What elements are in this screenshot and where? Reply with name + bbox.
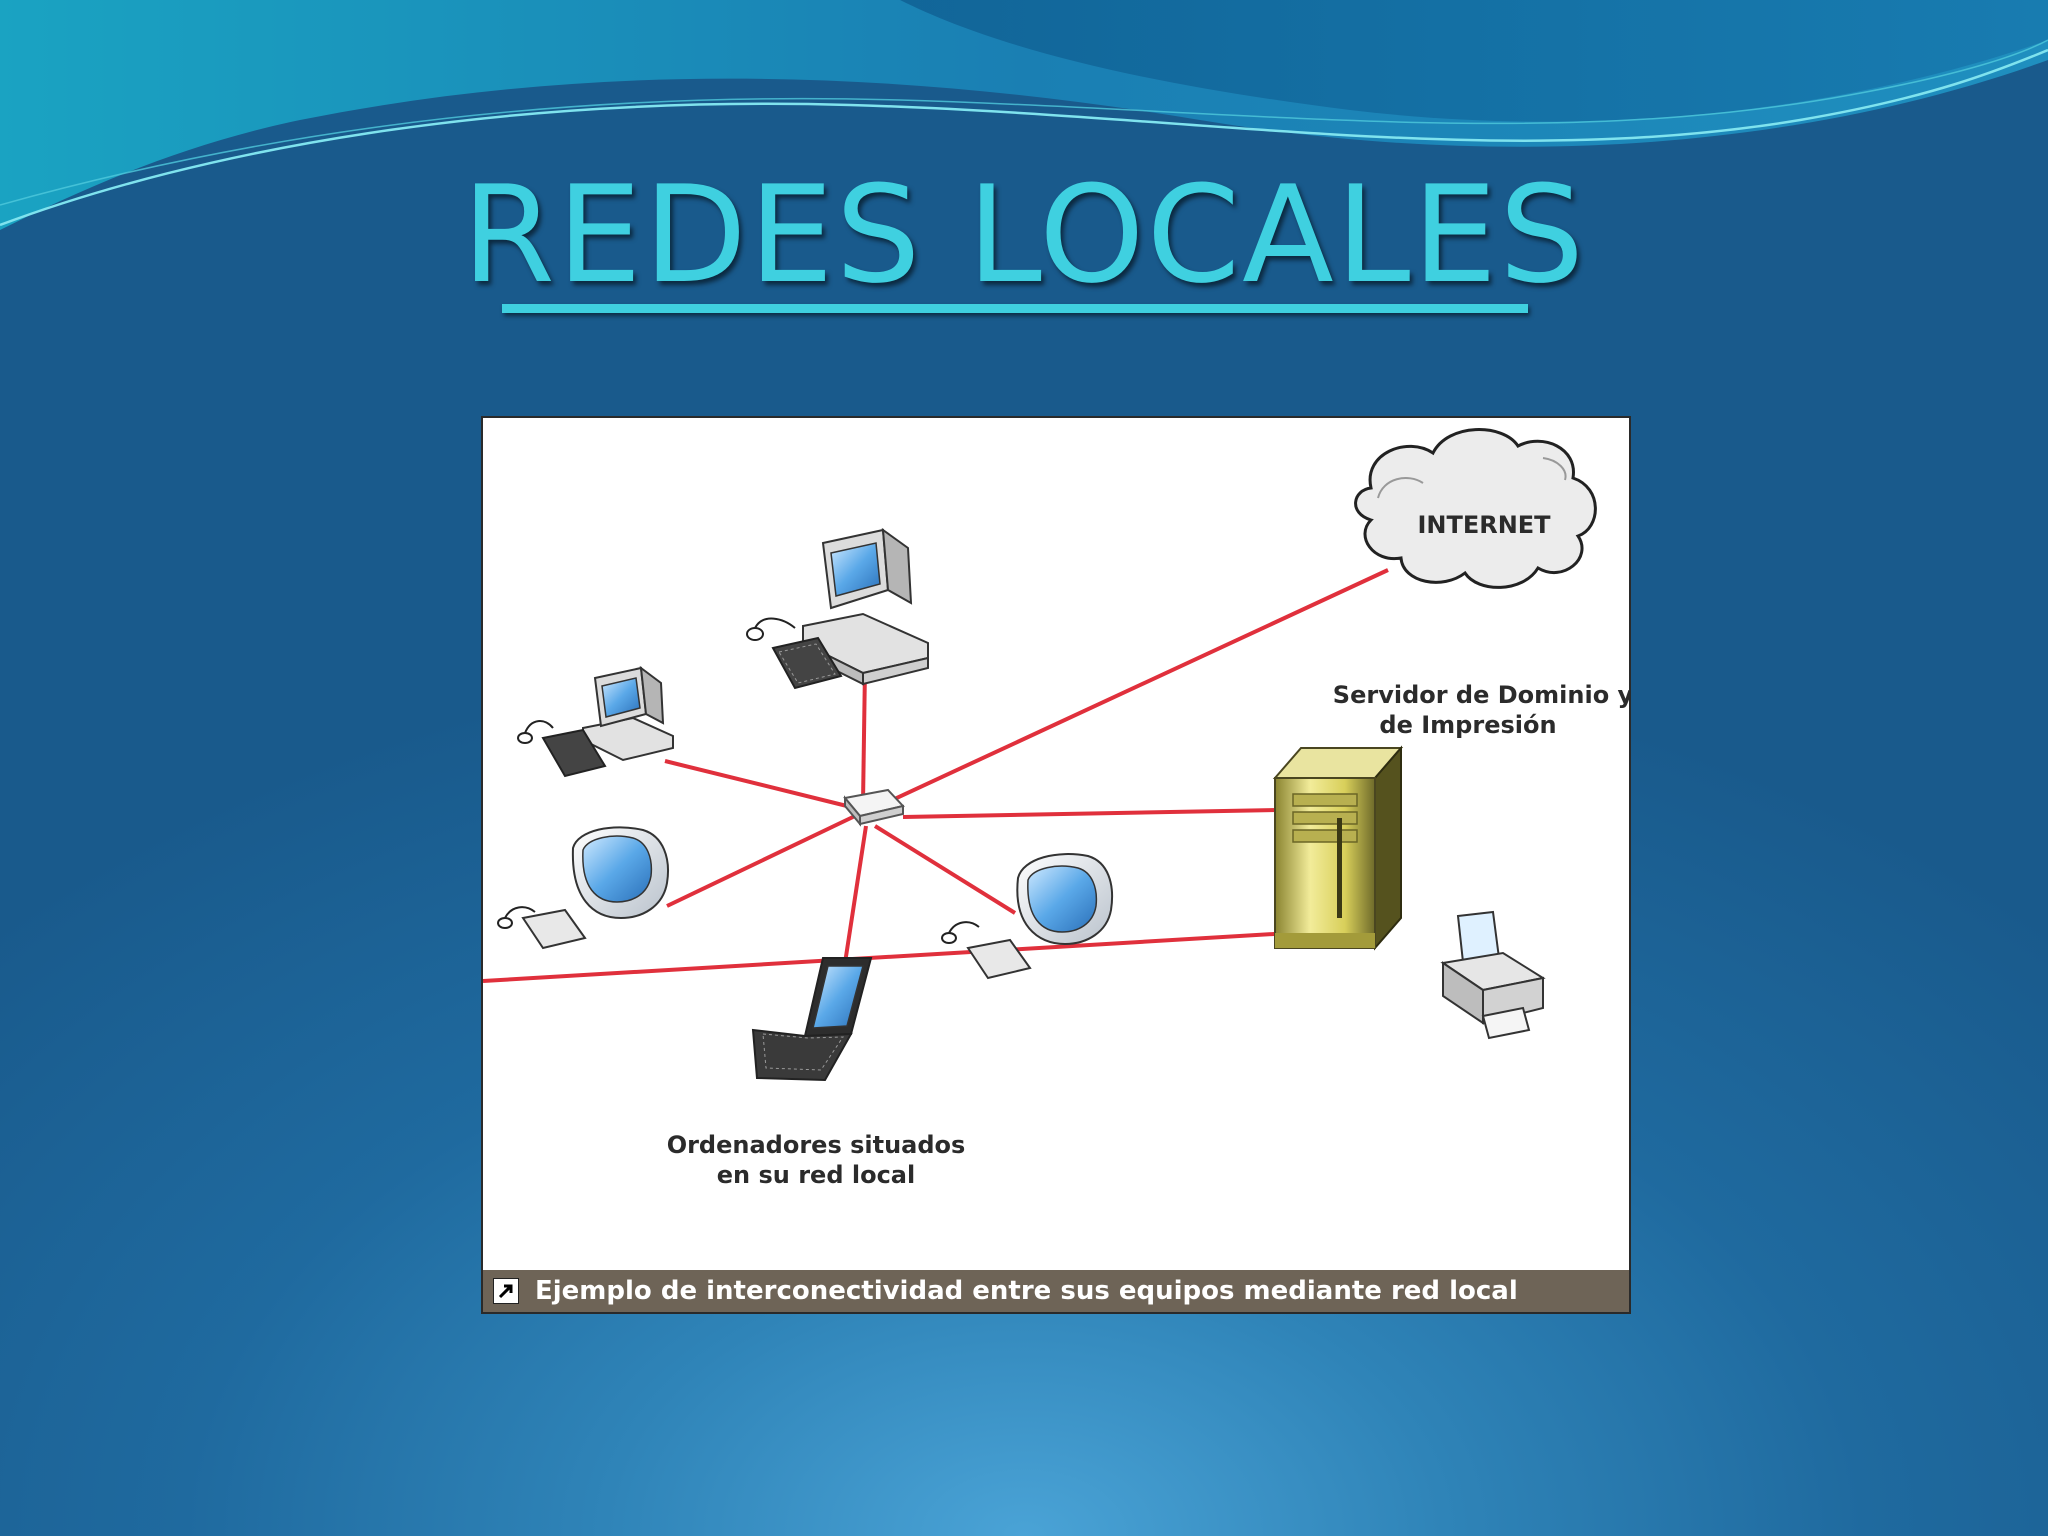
external-link-icon[interactable] xyxy=(493,1278,519,1304)
link-laptop xyxy=(845,826,866,963)
link-desktop-left xyxy=(665,761,855,808)
computers-label-line1: Ordenadores situados xyxy=(667,1131,966,1159)
imac-icon xyxy=(942,854,1112,978)
figure-caption: Ejemplo de interconectividad entre sus e… xyxy=(535,1276,1518,1306)
server-tower-icon xyxy=(1275,748,1401,948)
link-imac-right xyxy=(875,826,1015,913)
laptop-icon xyxy=(753,958,871,1080)
switch-icon xyxy=(845,790,903,824)
computers-label-line2: en su red local xyxy=(717,1161,915,1189)
network-diagram: INTERNET Servidor de Dominio y de Impres… xyxy=(483,418,1629,1270)
network-diagram-figure: INTERNET Servidor de Dominio y de Impres… xyxy=(481,416,1631,1314)
link-server xyxy=(903,810,1278,817)
internet-label: INTERNET xyxy=(1417,511,1551,539)
server-label-line2: de Impresión xyxy=(1379,711,1556,739)
link-imac-left xyxy=(667,816,855,906)
cloud-icon xyxy=(1356,430,1596,588)
desktop-computer-icon xyxy=(747,530,928,688)
link-desktop-top xyxy=(863,668,865,803)
desktop-computer-icon xyxy=(518,668,673,776)
network-links xyxy=(483,570,1388,981)
server-label-line1: Servidor de Dominio y xyxy=(1333,681,1629,709)
title-underline xyxy=(502,304,1528,313)
printer-icon xyxy=(1443,912,1543,1038)
caption-bar: Ejemplo de interconectividad entre sus e… xyxy=(483,1270,1629,1312)
imac-icon xyxy=(498,827,668,948)
slide-title: REDES LOCALES xyxy=(0,160,2048,310)
link-printer xyxy=(483,930,1341,981)
